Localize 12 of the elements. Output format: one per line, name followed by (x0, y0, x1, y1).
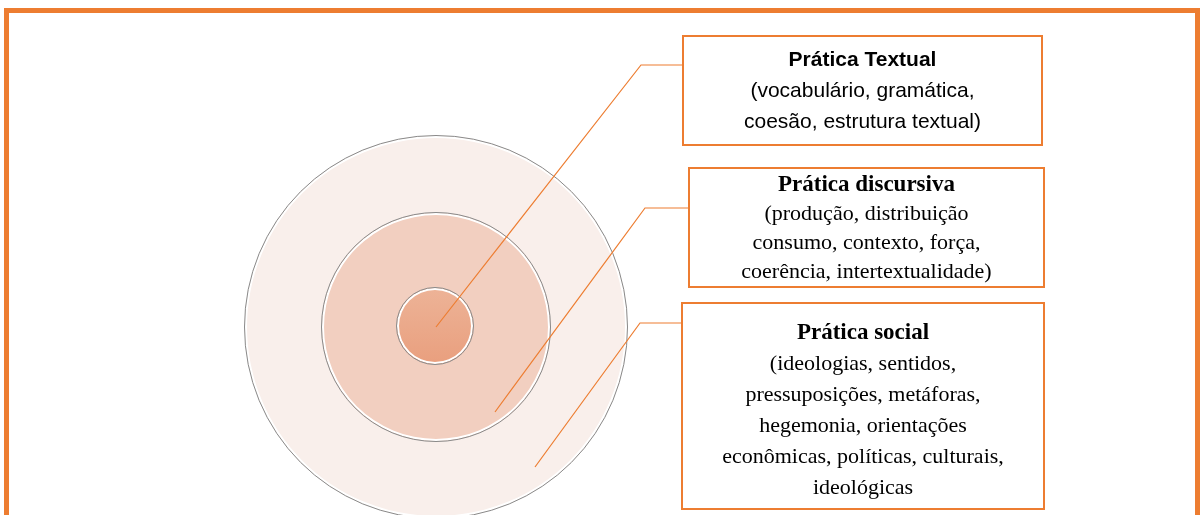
leader-line (534, 322, 682, 468)
box-text: (produção, distribuição consumo, contexto, força, coerência, intertextualidade) (740, 199, 993, 285)
leader-line (435, 64, 683, 328)
box-heading: Prática discursiva (777, 170, 956, 198)
leader-line (494, 207, 689, 413)
label-box (681, 302, 1045, 510)
box-text: (ideologias, sentidos, pressuposições, metáforas, hegemonia, orientações econômicas, políticas, culturais, ideológicas (721, 349, 1005, 501)
box-heading: Prática social (795, 318, 931, 346)
box-heading: Prática Textual (787, 46, 938, 72)
label-box (688, 167, 1045, 288)
box-text: (vocabulário, gramática, coesão, estrutura textual) (743, 77, 982, 134)
label-box (682, 35, 1043, 146)
